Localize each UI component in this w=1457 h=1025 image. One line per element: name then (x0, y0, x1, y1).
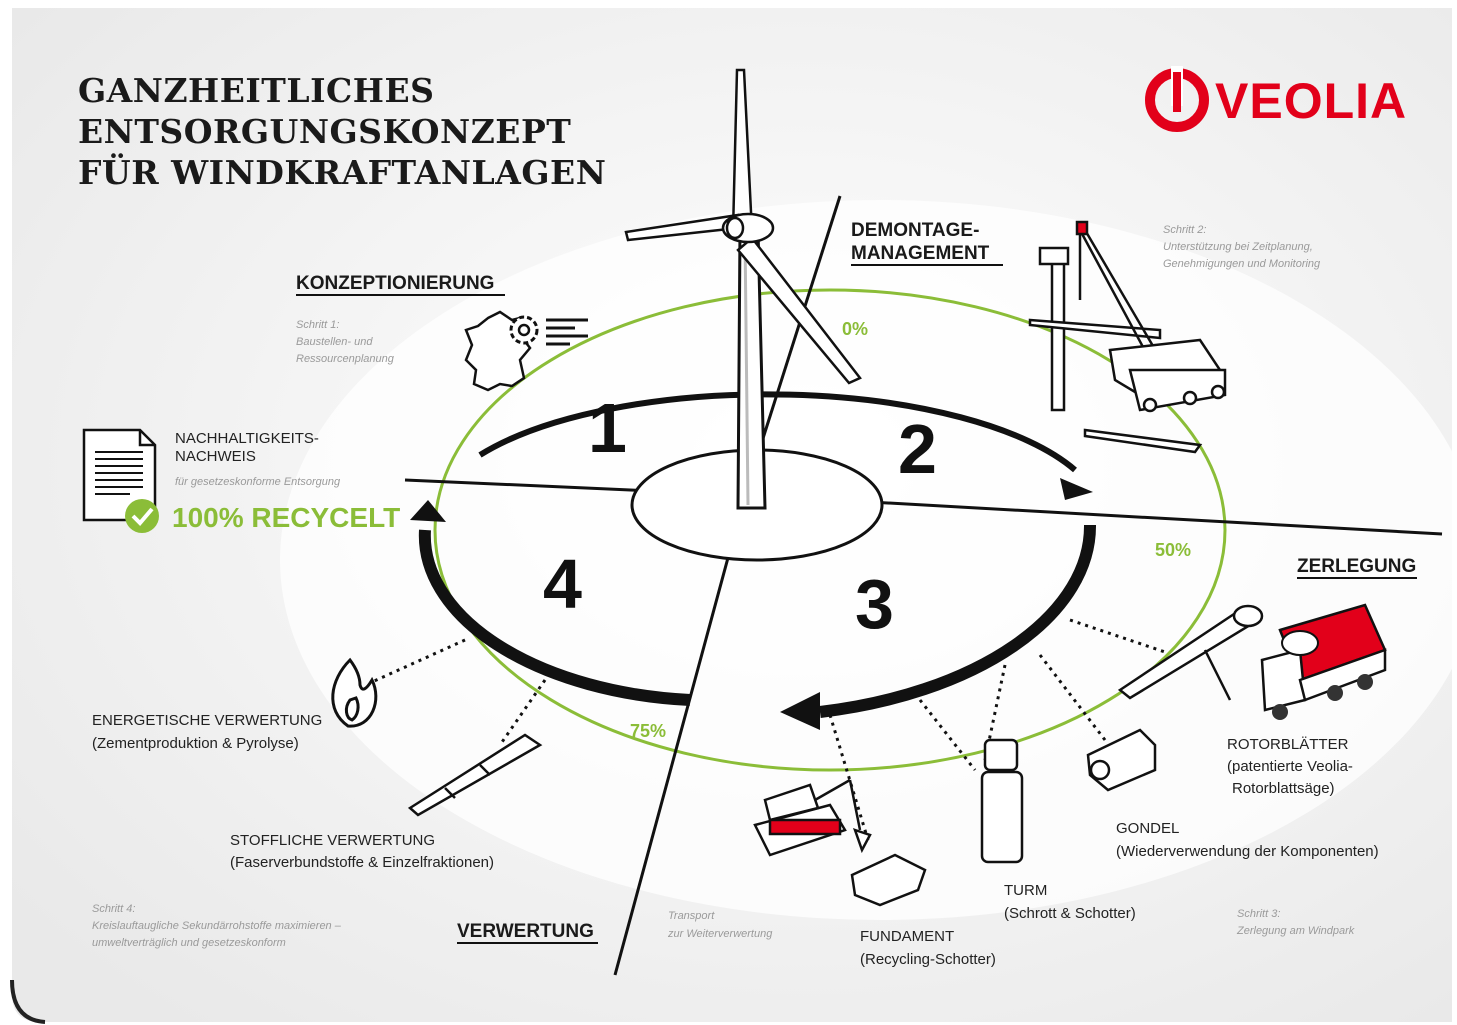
gondel-label-2: (Wiederverwendung der Komponenten) (1116, 843, 1379, 860)
progress-ring (433, 288, 1227, 772)
transport-note-2: zur Weiterverwertung (667, 928, 773, 940)
truck-icon (1260, 603, 1387, 720)
heading-zerlegung: ZERLEGUNG (1297, 556, 1416, 577)
blade-pieces-icon (407, 733, 543, 817)
note-schritt-2: Schritt 2: (1163, 224, 1206, 236)
step-number-1: 1 (588, 389, 627, 467)
process-arrows (418, 391, 1097, 718)
dotted-connectors (371, 618, 1166, 841)
rotor-label-3: Rotorblattsäge) (1232, 780, 1335, 797)
check-icon (125, 499, 159, 533)
crane-icon (1028, 220, 1227, 454)
percent-50: 50% (1155, 540, 1191, 560)
heading-konzeptionierung: KONZEPTIONIERUNG (296, 273, 494, 294)
ground-ellipse (280, 200, 1452, 920)
energetisch-label-2: (Zementproduktion & Pyrolyse) (92, 735, 299, 752)
percent-75: 75% (630, 721, 666, 741)
note-schritt-2-line-3: Genehmigungen und Monitoring (1163, 258, 1321, 270)
stofflich-label-1: STOFFLICHE VERWERTUNG (230, 832, 435, 849)
transport-note-1: Transport (668, 910, 715, 922)
step-number-4: 4 (543, 545, 582, 623)
step-number-3: 3 (855, 565, 894, 643)
title-line-3: FÜR WINDKRAFTANLAGEN (78, 152, 606, 192)
turm-label-1: TURM (1004, 882, 1047, 899)
note-schritt-4-line-3: umweltverträglich und gesetzeskonform (92, 937, 286, 949)
fundament-label-2: (Recycling-Schotter) (860, 951, 996, 968)
rotor-label-1: ROTORBLÄTTER (1227, 736, 1349, 753)
note-schritt-2-line-2: Unterstützung bei Zeitplanung, (1163, 241, 1313, 253)
percent-0: 0% (842, 319, 868, 339)
note-schritt-1-line-3: Ressourcenplanung (296, 353, 395, 365)
energetisch-label-1: ENERGETISCHE VERWERTUNG (92, 712, 322, 729)
rotor-blade-icon (1117, 604, 1264, 701)
heading-demontage-2: MANAGEMENT (851, 243, 990, 264)
gear-icon (509, 315, 539, 345)
note-schritt-4-line-2: Kreislauftaugliche Sekundärrohstoffe max… (92, 920, 342, 932)
flame-icon (331, 657, 378, 728)
tower-icon (980, 738, 1024, 864)
nachweis-line-1: NACHHALTIGKEITS- (175, 430, 319, 447)
gondel-icon (1086, 728, 1157, 792)
nachweis-note: für gesetzeskonforme Entsorgung (175, 476, 341, 488)
foundation-block-icon (850, 853, 927, 907)
note-schritt-3-line-2: Zerlegung am Windpark (1236, 925, 1355, 937)
note-schritt-3: Schritt 3: (1237, 908, 1280, 920)
note-schritt-1: Schritt 1: (296, 319, 339, 331)
brand-name: VEOLIA (1215, 73, 1407, 129)
title-line-2: ENTSORGUNGSKONZEPT (78, 112, 571, 151)
recycled-label: 100% RECYCELT (172, 502, 400, 533)
document-icon (82, 428, 157, 522)
excavator-icon (753, 778, 872, 857)
list-lines-icon (546, 318, 588, 346)
nachweis-line-2: NACHWEIS (175, 448, 256, 465)
heading-verwertung: VERWERTUNG (457, 921, 594, 942)
fundament-label-1: FUNDAMENT (860, 928, 954, 945)
gondel-label-1: GONDEL (1116, 820, 1179, 837)
note-schritt-4: Schritt 4: (92, 903, 135, 915)
step-number-2: 2 (898, 410, 937, 488)
wind-turbine-icon (624, 68, 862, 510)
note-schritt-1-line-2: Baustellen- und (296, 336, 373, 348)
stofflich-label-2: (Faserverbundstoffe & Einzelfraktionen) (230, 854, 494, 871)
arrowheads (410, 478, 1093, 730)
turm-label-2: (Schrott & Schotter) (1004, 905, 1136, 922)
title-line-1: GANZHEITLICHES (78, 71, 434, 110)
veolia-logo: VEOLIA (1145, 66, 1407, 132)
rotor-label-2: (patentierte Veolia- (1227, 758, 1353, 775)
heading-demontage-1: DEMONTAGE- (851, 220, 979, 241)
